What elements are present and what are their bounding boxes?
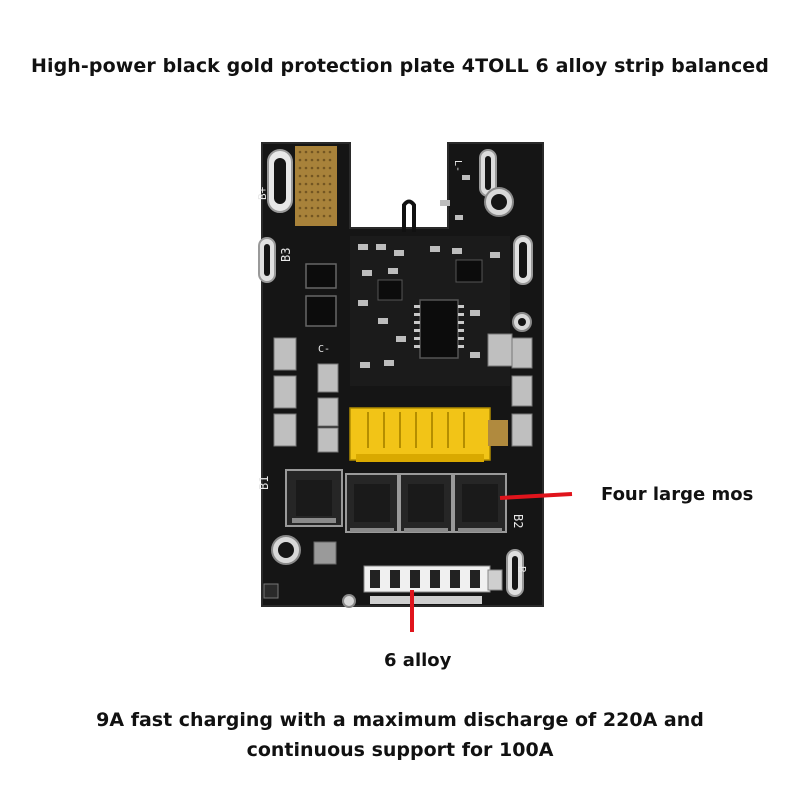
small-ic-2 (377, 279, 403, 301)
mos-callout-label: Four large mos (601, 484, 754, 505)
silk-l-minus: L- (452, 160, 463, 172)
ic-chip-main (419, 299, 459, 359)
small-ic-1 (455, 259, 483, 283)
yellow-balance-connector (349, 407, 491, 462)
mos-callout-line (499, 492, 573, 500)
footer-line-2: continuous support for 100A (246, 739, 554, 761)
wire-loop (402, 199, 416, 232)
resistor-column-left (273, 337, 339, 453)
silk-b3: B3 (279, 248, 293, 262)
silk-b1: B1 (257, 476, 271, 490)
silk-b-plus: B+ (256, 186, 269, 200)
silk-b2: B2 (511, 514, 525, 528)
footer-line-1: 9A fast charging with a maximum discharg… (96, 709, 704, 731)
alloy-shunt-strips (363, 565, 491, 604)
gold-pad-left (295, 146, 337, 226)
page-title: High-power black gold protection plate 4… (30, 55, 769, 77)
footer-caption: 9A fast charging with a maximum discharg… (0, 705, 800, 765)
resistor-column-right (487, 333, 533, 447)
silk-b-minus: B- (515, 566, 528, 579)
left-chip-1 (305, 263, 337, 289)
silk-c-minus: C- (318, 344, 330, 355)
mosfet-row (285, 469, 507, 533)
alloy-callout-label: 6 alloy (384, 650, 452, 671)
left-chip-2 (305, 295, 337, 327)
mount-hole-bottom-mid (342, 594, 356, 608)
